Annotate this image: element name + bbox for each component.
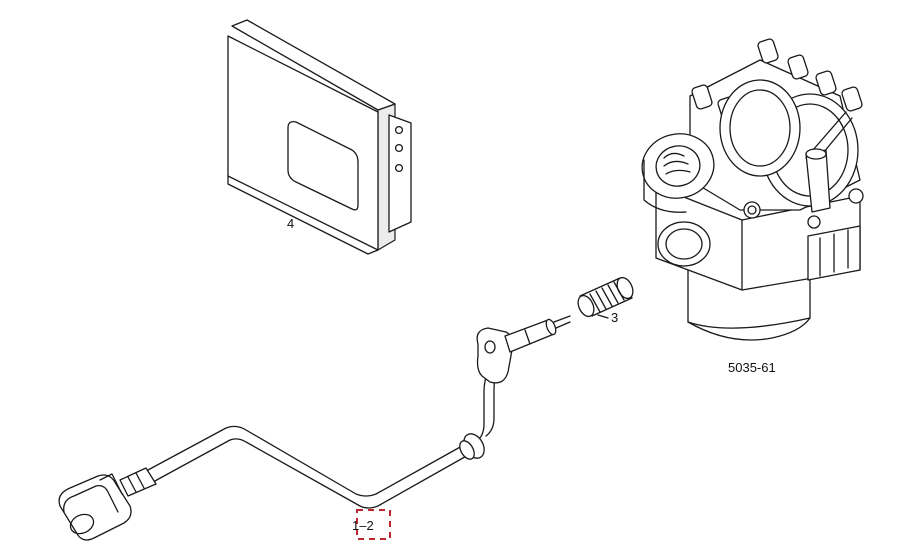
label-ecu: 4 — [287, 216, 295, 231]
highlight-box — [356, 509, 391, 540]
label-sensor-sleeve: 3 — [611, 310, 619, 325]
ecu-control-unit — [227, 19, 412, 255]
sensor-harness — [58, 315, 571, 541]
abs-modulator-valve — [641, 38, 864, 341]
label-reference-number: 5035-61 — [728, 360, 776, 375]
sensor-sleeve — [577, 276, 634, 319]
label-sensor-harness: 1–2 — [352, 518, 374, 533]
